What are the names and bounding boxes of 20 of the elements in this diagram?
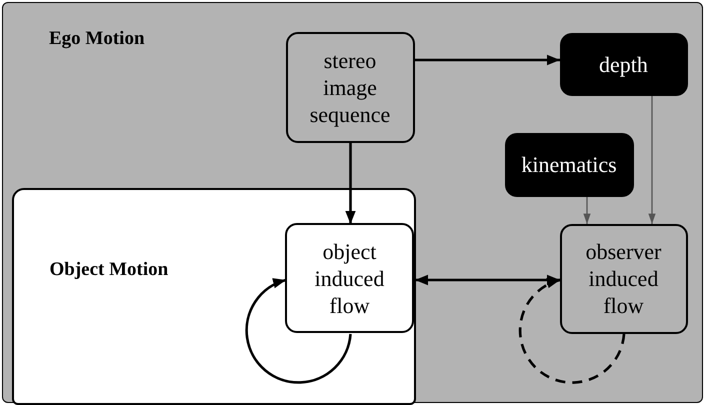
- arrow: [415, 274, 560, 286]
- arrow: [583, 197, 591, 224]
- box-label: object induced flow: [314, 238, 386, 318]
- arrow: [345, 143, 356, 224]
- box-label: depth: [598, 50, 649, 78]
- input-box: [504, 132, 634, 196]
- loop-arrow: [245, 278, 352, 384]
- input-box: [560, 32, 688, 96]
- panel-heading: Ego Motion: [49, 27, 145, 51]
- box-label: stereo image sequence: [308, 46, 392, 128]
- box-label: kinematics: [520, 151, 618, 178]
- process-box: [560, 224, 688, 334]
- process-box: [286, 32, 414, 142]
- process-box: [285, 223, 414, 333]
- arrow: [415, 54, 560, 66]
- box-label: observer induced flow: [584, 238, 662, 319]
- group-panel: [12, 188, 416, 404]
- loop-arrow: [518, 278, 626, 384]
- panel-heading: Object Motion: [50, 258, 168, 282]
- arrow: [648, 96, 656, 224]
